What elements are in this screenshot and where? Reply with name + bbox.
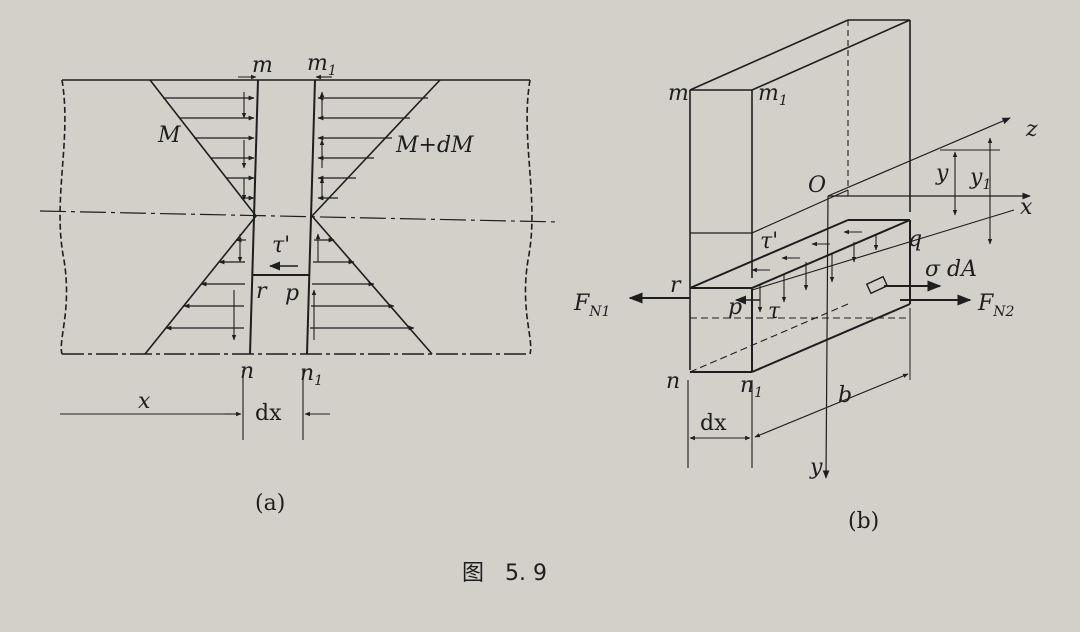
block-top-left-edge (689, 219, 849, 289)
label-b-n1: n1 (740, 373, 763, 401)
panel-a (39, 74, 561, 440)
beam-left-break (59, 79, 68, 355)
label-b-r: r (670, 273, 682, 298)
panel-b-caption: (b) (848, 509, 879, 534)
panel-b-labels: m m1 O z x y y y1 τ' q r p τ σ dA FN1 FN… (573, 81, 1038, 534)
label-b-dx: dx (700, 411, 727, 436)
block-bottom-hidden (689, 303, 849, 373)
block-bottom-right (751, 303, 911, 373)
label-FN1: FN1 (573, 291, 610, 320)
cut-plane-shear-arrows (751, 229, 879, 313)
left-upper-stress-arrows (163, 95, 255, 201)
y-axis (822, 195, 830, 479)
label-b-m: m (668, 81, 689, 106)
neutral-axis (39, 210, 561, 223)
label-b-tau-prime: τ' (760, 229, 778, 254)
block-extension-line (751, 209, 1015, 291)
z-axis (827, 117, 1011, 197)
label-tau-prime: τ' (272, 233, 290, 258)
label-moment-right: M+dM (395, 133, 474, 158)
label-moment-left: M (157, 123, 181, 148)
label-m1: m1 (307, 51, 337, 79)
label-FN2: FN2 (977, 291, 1015, 320)
section-m-n (249, 79, 259, 355)
label-dx: dx (255, 401, 282, 426)
section-m1-n1 (306, 79, 316, 355)
label-y-axis: y (809, 455, 823, 480)
figure-caption: 图 5. 9 (462, 561, 547, 586)
label-x-axis: x (1020, 195, 1033, 220)
label-r: r (256, 279, 268, 304)
prism-top-right-edge (751, 19, 911, 91)
label-b-p: p (728, 295, 742, 320)
beam-right-break (524, 79, 533, 355)
shear-arrows-left (231, 92, 247, 341)
label-y: y (935, 161, 949, 186)
label-n: n (240, 359, 254, 384)
label-n1: n1 (300, 361, 323, 389)
label-b-n: n (666, 369, 680, 394)
panel-b (628, 19, 1031, 479)
label-origin-O: O (808, 173, 826, 198)
prism-top-left-edge (689, 19, 849, 91)
area-element-dA (865, 275, 889, 295)
label-p: p (285, 281, 299, 306)
label-m: m (252, 53, 273, 78)
shear-arrows-right (311, 91, 325, 340)
label-b-m1: m1 (758, 81, 788, 109)
label-z-axis: z (1025, 117, 1038, 142)
label-y1: y1 (969, 165, 991, 193)
left-stress-envelope (144, 79, 258, 355)
panel-a-labels: m m1 M M+dM τ' r p n n1 x dx (a) (138, 51, 474, 516)
panel-a-caption: (a) (255, 491, 285, 516)
left-lower-stress-arrows (165, 237, 246, 331)
right-upper-stress-arrows (317, 95, 428, 201)
dim-b (754, 373, 909, 438)
block-top-right-edge (751, 219, 911, 289)
prism-band-diag (751, 189, 849, 234)
label-q: q (908, 227, 922, 252)
label-x: x (138, 389, 151, 414)
right-lower-stress-arrows (310, 237, 415, 331)
label-tau: τ (768, 299, 781, 324)
label-sigma-dA: σ dA (925, 257, 977, 282)
label-b-width: b (838, 383, 852, 408)
